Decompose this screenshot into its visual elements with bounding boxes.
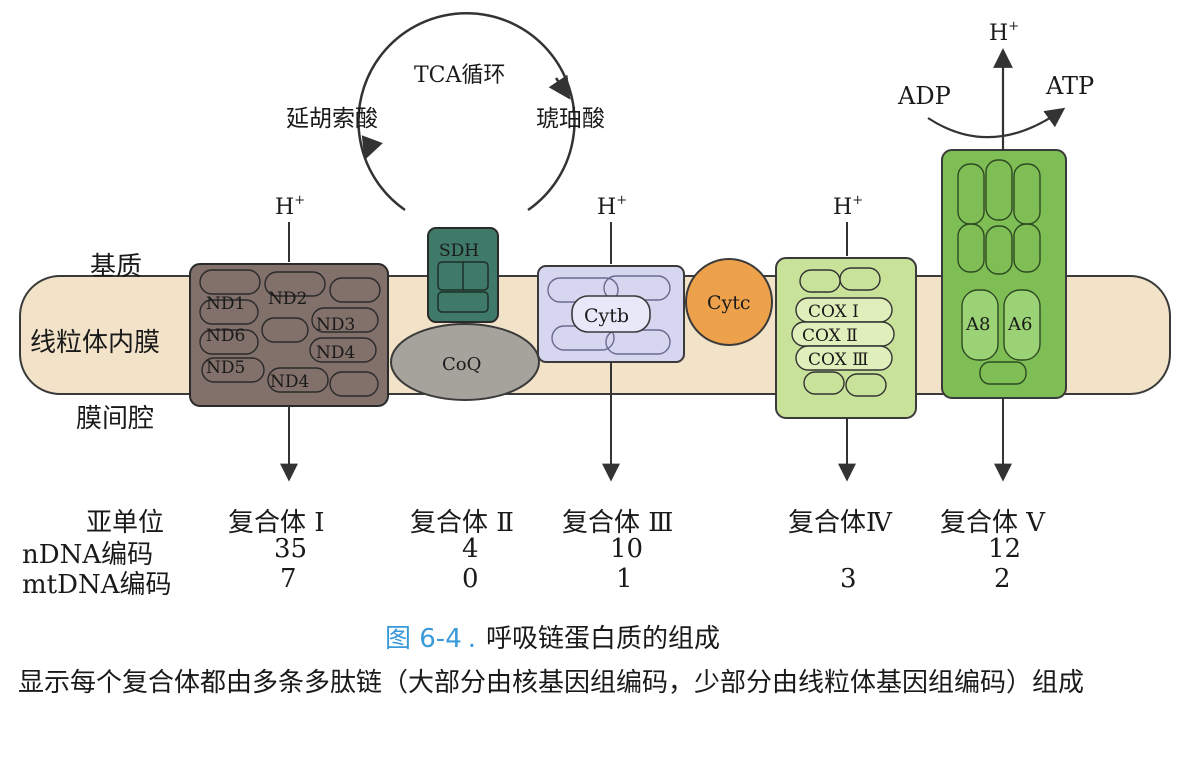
figure-title: 呼吸链蛋白质的组成	[486, 624, 721, 654]
caption-dot: .	[467, 624, 476, 654]
adp-label: ADP	[897, 82, 951, 110]
atp-label: ATP	[1045, 72, 1094, 100]
cox1-label: COX Ⅰ	[808, 302, 859, 322]
complex-4-mtdna: 3	[840, 564, 857, 594]
tca-arrow-right	[548, 74, 571, 100]
inner-membrane-label: 线粒体内膜	[30, 328, 161, 358]
nd4b-label: ND4	[270, 372, 309, 392]
proton-label-1: H+	[275, 193, 305, 220]
complex-5-ndna: 12	[988, 534, 1022, 564]
nd2-label: ND2	[268, 289, 307, 309]
complex-1-mtdna: 7	[280, 564, 297, 594]
a6-label: A6	[1007, 314, 1032, 335]
complex-1-ndna: 35	[274, 534, 308, 564]
figure-caption: 图 6-4. 呼吸链蛋白质的组成	[385, 618, 720, 655]
fumarate-label: 延胡索酸	[286, 106, 378, 132]
adp-atp-arrow	[927, 107, 1066, 139]
row-label-ndna: nDNA编码	[22, 540, 154, 570]
tca-cycle-circle	[357, 11, 576, 212]
row-label-mtdna: mtDNA编码	[22, 570, 172, 600]
succinate-label: 琥珀酸	[536, 106, 605, 132]
cytc-circle	[685, 258, 773, 346]
respiratory-chain-diagram: TCA循环 延胡索酸 琥珀酸 H+ H+ H+ H+ ADP ATP ND1 N…	[19, 11, 1171, 482]
coq-ellipse	[390, 323, 540, 401]
row-label-subunit: 亚单位	[86, 508, 165, 538]
nd5-label: ND5	[206, 358, 245, 378]
sdh-label: SDH	[439, 241, 479, 261]
a8-label: A8	[965, 314, 990, 335]
complex-5-name: 复合体 Ⅴ	[940, 508, 1046, 538]
complex-3-name: 复合体 Ⅲ	[562, 508, 674, 538]
proton-label-5: H+	[989, 19, 1019, 46]
complex-2-ndna: 4	[462, 534, 479, 564]
cytc-label: Cytc	[707, 292, 751, 314]
cytb-label: Cytb	[584, 305, 629, 327]
complex-3-mtdna: 1	[616, 564, 633, 594]
cox2-label: COX Ⅱ	[802, 326, 858, 346]
cox3-label: COX Ⅲ	[808, 350, 869, 370]
complex-5-mtdna: 2	[994, 564, 1011, 594]
complex-2-sdh	[427, 227, 499, 323]
complex-2-mtdna: 0	[462, 564, 479, 594]
tca-arrow-left	[361, 135, 383, 161]
complex-5	[941, 149, 1067, 399]
matrix-label: 基质	[90, 252, 143, 282]
intermembrane-label: 膜间腔	[76, 404, 155, 434]
figure-number: 图 6-4	[385, 624, 462, 654]
nd6-label: ND6	[206, 326, 245, 346]
proton-label-4: H+	[833, 193, 863, 220]
complex-1	[189, 263, 389, 407]
complex-3-ndna: 10	[610, 534, 644, 564]
nd3-label: ND3	[316, 315, 355, 335]
nd4-label: ND4	[316, 343, 355, 363]
complex-3	[537, 265, 685, 363]
complex-1-name: 复合体 Ⅰ	[228, 508, 325, 538]
tca-cycle-label: TCA循环	[414, 63, 505, 88]
complex-4-name: 复合体Ⅳ	[788, 508, 892, 538]
coq-label: CoQ	[442, 354, 481, 375]
complex-2-name: 复合体 Ⅱ	[410, 508, 514, 538]
nd1-label: ND1	[206, 294, 245, 314]
figure-description: 显示每个复合体都由多条多肽链（大部分由核基因组编码，少部分由线粒体基因组编码）组…	[18, 668, 1085, 698]
proton-label-3: H+	[597, 193, 627, 220]
